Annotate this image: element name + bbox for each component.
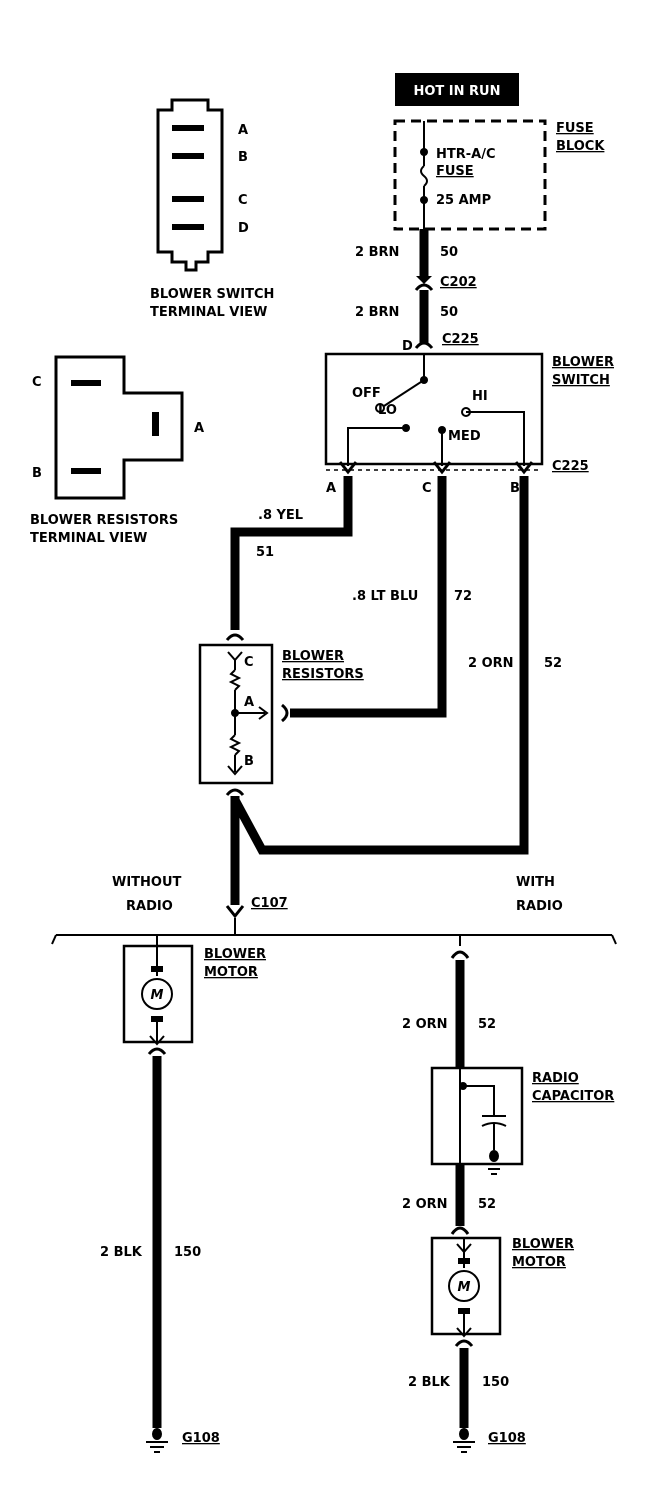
left-branch: M BLOWER MOTOR 2 BLK 150 G108 — [100, 935, 266, 1453]
motor-left-label-1: BLOWER — [204, 947, 266, 962]
resistor-view-caption-2: TERMINAL VIEW — [30, 531, 147, 546]
fuse-name-2: FUSE — [436, 164, 474, 179]
blower-switch: D C225 OFF LO MED HI BLOWER SWITCH C225 … — [324, 332, 614, 496]
motor-right-symbol: M — [458, 1280, 471, 1295]
resistor-pin-b: B — [244, 754, 254, 769]
switch-off-label: OFF — [352, 386, 381, 401]
wire-lt-blu-gauge: .8 LT BLU — [352, 589, 418, 604]
wire-yel-circuit: 51 — [256, 545, 274, 560]
wire-blk-left-gauge: 2 BLK — [100, 1245, 143, 1260]
wire-yel-gauge: .8 YEL — [258, 508, 303, 523]
switch-pin-c: C — [422, 481, 432, 496]
wire-top-upper-gauge: 2 BRN — [355, 245, 399, 260]
wire-top-upper-circuit: 50 — [440, 245, 458, 260]
fuse-name-1: HTR-A/C — [436, 147, 496, 162]
fuse-block: HTR-A/C FUSE 25 AMP FUSE BLOCK — [393, 119, 605, 231]
option-divider — [51, 918, 617, 945]
wire-orn-gauge: 2 ORN — [468, 656, 514, 671]
hot-in-run-badge — [395, 73, 519, 106]
connector-c202: C202 — [440, 275, 477, 290]
wire-orn-radio-lower-circuit: 52 — [478, 1197, 496, 1212]
resistor-view-pin-a: A — [194, 421, 204, 436]
resistor-view-pin-b: B — [32, 466, 42, 481]
hot-in-run-label: HOT IN RUN — [413, 84, 500, 99]
without-radio-line2: RADIO — [126, 899, 173, 914]
wire-blk-left-circuit: 150 — [174, 1245, 201, 1260]
resistor-pin-c: C — [244, 655, 254, 670]
resistor-pin-a: A — [244, 695, 254, 710]
with-radio-line2: RADIO — [516, 899, 563, 914]
wire-orn-52: 2 ORN 52 — [231, 476, 562, 855]
switch-view-pin-c: C — [238, 193, 248, 208]
switch-view-caption-2: TERMINAL VIEW — [150, 305, 267, 320]
radio-capacitor-label-1: RADIO — [532, 1071, 579, 1086]
fuse-block-label-2: BLOCK — [556, 139, 605, 154]
with-radio-line1: WITH — [516, 875, 555, 890]
wire-brn-50: 2 BRN 50 2 BRN 50 C202 — [355, 229, 477, 349]
switch-lo-label: LO — [378, 403, 397, 418]
wire-lt-blu-circuit: 72 — [454, 589, 472, 604]
motor-left-symbol: M — [151, 988, 164, 1003]
switch-hi-label: HI — [472, 389, 488, 404]
switch-view-pin-a: A — [238, 123, 248, 138]
resistor-view-caption-1: BLOWER RESISTORS — [30, 513, 178, 528]
connector-c107: C107 — [251, 896, 288, 911]
wire-yel-51: .8 YEL 51 — [225, 476, 353, 641]
switch-view-pin-b: B — [238, 150, 248, 165]
switch-med-label: MED — [448, 429, 481, 444]
without-radio-line1: WITHOUT — [112, 875, 182, 890]
blower-resistors-label-2: RESISTORS — [282, 667, 364, 682]
wire-top-lower-gauge: 2 BRN — [355, 305, 399, 320]
switch-pin-d: D — [402, 339, 413, 354]
blower-resistors: C A B BLOWER RESISTORS — [198, 643, 364, 785]
blower-resistors-label-1: BLOWER — [282, 649, 344, 664]
connector-c225-bottom: C225 — [552, 459, 589, 474]
switch-terminal-view: A B C D BLOWER SWITCH TERMINAL VIEW — [150, 98, 274, 320]
wire-orn-circuit: 52 — [544, 656, 562, 671]
fuse-rating: 25 AMP — [436, 193, 491, 208]
switch-pin-a: A — [326, 481, 336, 496]
wire-lt-blu-72: .8 LT BLU 72 — [281, 476, 472, 723]
resistor-terminal-view: C A B BLOWER RESISTORS TERMINAL VIEW — [30, 355, 204, 546]
wire-orn-radio-lower-gauge: 2 ORN — [402, 1197, 448, 1212]
motor-left-label-2: MOTOR — [204, 965, 258, 980]
wire-orn-radio-upper-circuit: 52 — [478, 1017, 496, 1032]
switch-pin-b: B — [510, 481, 520, 496]
blower-switch-label-1: BLOWER — [552, 355, 614, 370]
wire-orn-radio-upper-gauge: 2 ORN — [402, 1017, 448, 1032]
blower-switch-label-2: SWITCH — [552, 373, 610, 388]
motor-right-label-1: BLOWER — [512, 1237, 574, 1252]
switch-view-pin-d: D — [238, 221, 249, 236]
switch-view-caption-1: BLOWER SWITCH — [150, 287, 274, 302]
wire-blk-right-circuit: 150 — [482, 1375, 509, 1390]
resistor-view-pin-c: C — [32, 375, 42, 390]
wire-blk-right-gauge: 2 BLK — [408, 1375, 451, 1390]
fuse-block-label-1: FUSE — [556, 121, 594, 136]
radio-capacitor-label-2: CAPACITOR — [532, 1089, 614, 1104]
connector-c225-top: C225 — [442, 332, 479, 347]
ground-g108-left: G108 — [182, 1431, 220, 1446]
wire-top-lower-circuit: 50 — [440, 305, 458, 320]
motor-right-label-2: MOTOR — [512, 1255, 566, 1270]
ground-g108-right: G108 — [488, 1431, 526, 1446]
right-branch: 2 ORN 52 RADIO CAPACITOR 2 ORN 52 M BLOW… — [402, 935, 614, 1453]
wire-to-c107: C107 — [225, 788, 288, 919]
